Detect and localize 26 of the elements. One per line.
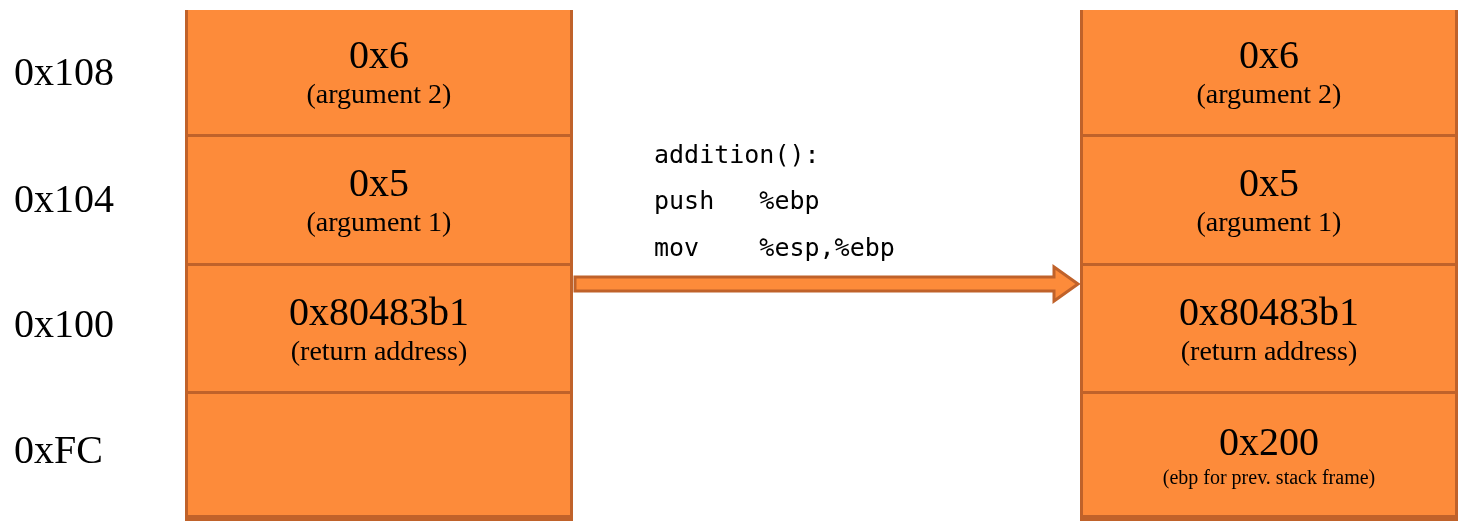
memory-value: 0x200 — [1219, 419, 1319, 464]
slot-description: (ebp for prev. stack frame) — [1162, 464, 1376, 490]
memory-address: 0x104 — [14, 175, 114, 222]
memory-value: 0x5 — [1239, 161, 1299, 205]
slot-description: (argument 1) — [306, 205, 452, 239]
stack-slot — [188, 10, 570, 137]
memory-address: 0x108 — [14, 48, 114, 95]
slot-description: (argument 2) — [1196, 77, 1342, 111]
memory-address: 0xFC — [14, 426, 103, 473]
memory-value: 0x6 — [1239, 33, 1299, 77]
memory-value: 0x80483b1 — [1179, 289, 1359, 334]
memory-stack — [185, 10, 573, 521]
memory-value: 0x80483b1 — [289, 289, 469, 334]
assembly-code: addition(): — [654, 140, 820, 169]
slot-description: (return address) — [1180, 333, 1358, 368]
slot-description: (argument 2) — [306, 77, 452, 111]
stack-slot — [1083, 10, 1455, 137]
slot-description: (return address) — [290, 333, 468, 368]
assembly-code: push %ebp — [654, 186, 820, 215]
memory-address: 0x100 — [14, 300, 114, 347]
slot-description: (argument 1) — [1196, 205, 1342, 239]
arrow — [573, 264, 1081, 304]
assembly-code: mov %esp,%ebp — [654, 233, 895, 262]
memory-stack — [1080, 10, 1458, 521]
memory-value: 0x5 — [349, 161, 409, 205]
memory-value: 0x6 — [349, 33, 409, 77]
